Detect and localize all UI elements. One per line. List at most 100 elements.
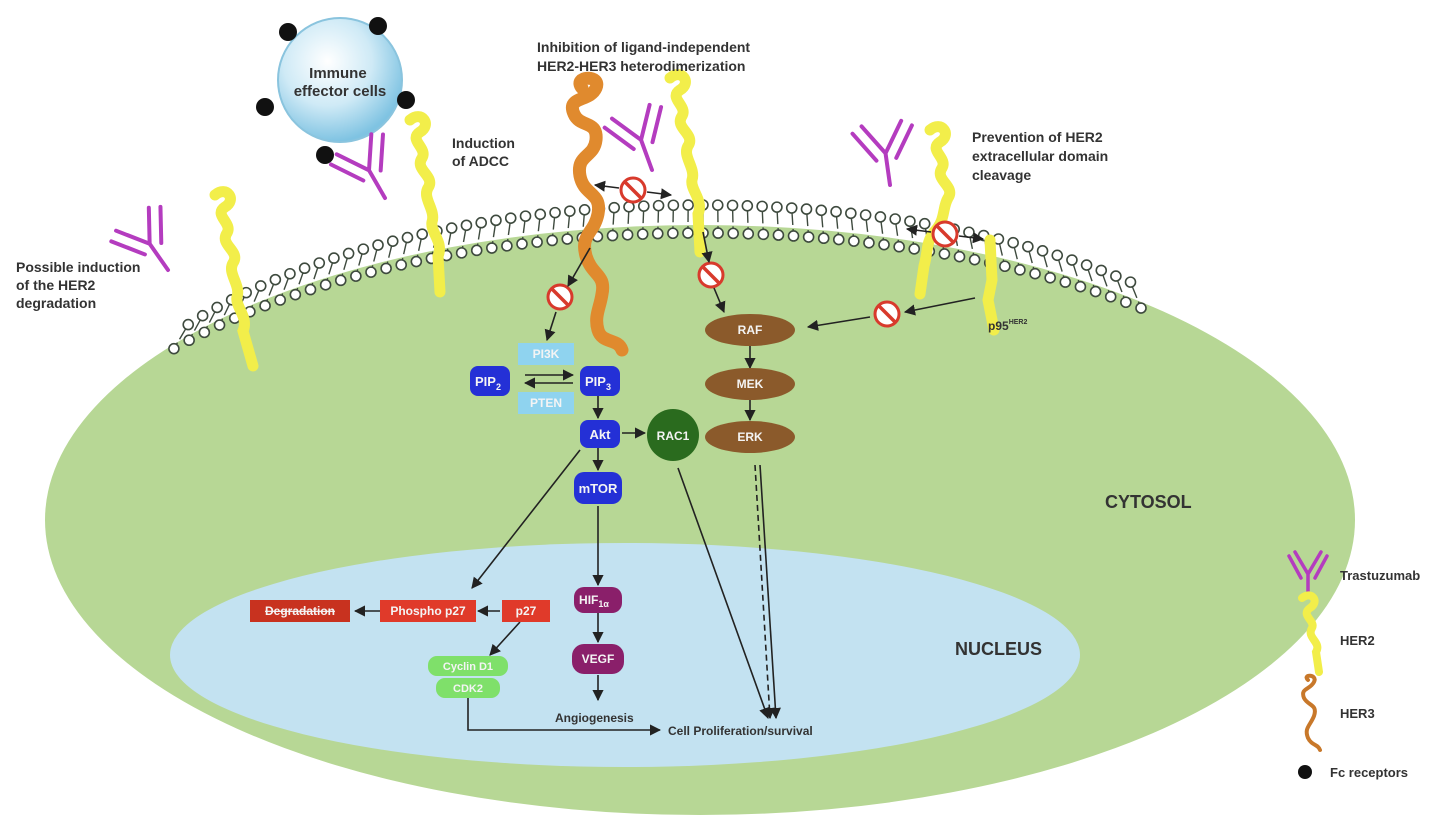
legend-trastuzumab-label: Trastuzumab: [1340, 568, 1420, 583]
legend-fc-label: Fc receptors: [1330, 765, 1408, 780]
lipid-molecule: [289, 262, 311, 301]
pten-label: PTEN: [530, 396, 562, 410]
cyclin-d1-node: Cyclin D1: [428, 656, 508, 676]
lipid-molecule: [711, 199, 724, 239]
antibodies-group: [109, 102, 914, 272]
inhibition-label-line2: HER2-HER3 heterodimerization: [537, 58, 745, 74]
raf-label: RAF: [738, 323, 763, 337]
antibody-icon: [1287, 550, 1329, 598]
lipid-molecule: [274, 267, 296, 306]
svg-text:Possible induction of th: Possible induction of the HER2 degradati…: [16, 259, 144, 311]
her3-receptor-icon: [1301, 673, 1322, 752]
phospho-p27-label: Phospho p27: [390, 604, 466, 618]
nucleus-region: [170, 543, 1080, 767]
lipid-molecule: [682, 199, 694, 239]
lipid-molecule: [365, 239, 384, 278]
lipid-molecule: [561, 205, 576, 245]
hif-subscript: 1α: [598, 599, 609, 609]
cdk2-node: CDK2: [436, 678, 500, 698]
degradation-label-line3: degradation: [16, 295, 96, 311]
lipid-molecule: [1110, 270, 1132, 309]
lipid-molecule: [486, 214, 502, 254]
p27-label: p27: [516, 604, 537, 618]
angiogenesis-label: Angiogenesis: [555, 711, 634, 725]
svg-text:PIP3: PIP3: [585, 374, 611, 392]
lipid-molecule: [1036, 245, 1056, 284]
inhibition-label-line1: Inhibition of ligand-independent: [537, 39, 750, 55]
lipid-molecule: [168, 318, 195, 355]
lipid-molecule: [621, 201, 635, 241]
cytosol-label: CYTOSOL: [1105, 492, 1192, 512]
lipid-molecule: [440, 222, 458, 262]
lipid-molecule: [815, 204, 830, 245]
degradation-box-label: Degradation: [265, 604, 335, 618]
prevention-label-line3: cleavage: [972, 167, 1031, 183]
lipid-molecule: [741, 200, 755, 240]
lipid-molecule: [992, 233, 1011, 273]
her2-receptor-right: [914, 121, 956, 300]
degradation-label-line1: Possible induction: [16, 259, 140, 275]
p95-superscript: HER2: [1009, 319, 1028, 326]
pi3k-label: PI3K: [533, 347, 560, 361]
lipid-molecule: [963, 226, 981, 266]
mtor-node: mTOR: [574, 472, 622, 504]
prevention-label-line2: extracellular domain: [972, 148, 1108, 164]
legend-her3-label: HER3: [1340, 706, 1375, 721]
lipid-molecule: [304, 257, 326, 296]
pip3-label: PIP: [585, 374, 606, 389]
lipid-molecule: [771, 201, 785, 241]
annotations: Inhibition of ligand-independent HER2-HE…: [16, 39, 1192, 738]
nucleus-label: NUCLEUS: [955, 639, 1042, 659]
rac1-node: RAC1: [647, 409, 699, 461]
lipid-molecule: [470, 216, 488, 257]
lipid-molecule: [1022, 240, 1041, 280]
fc-receptor-dot: [279, 23, 297, 41]
pi3k-node: PI3K: [518, 343, 574, 365]
hif-label: HIF: [579, 593, 598, 607]
trastuzumab-antibody: [602, 102, 664, 172]
fc-receptor-dot: [397, 91, 415, 109]
lipid-molecule: [889, 213, 905, 253]
inhibition-sign: [546, 283, 574, 311]
receptors-group: [209, 69, 1000, 372]
akt-label: Akt: [590, 427, 612, 442]
immune-effector-cell: Immune effector cells: [256, 17, 415, 164]
fc-receptor-dot: [316, 146, 334, 164]
her3-receptor-center: [566, 71, 629, 357]
svg-text:p95HER2: p95HER2: [988, 319, 1027, 333]
adcc-label-line2: of ADCC: [452, 153, 509, 169]
pip2-subscript: 2: [496, 382, 501, 392]
her2-receptor-left: [209, 186, 259, 372]
cyclin-label: Cyclin D1: [443, 661, 493, 673]
legend: Trastuzumab HER2 HER3 Fc receptors: [1287, 550, 1420, 780]
lipid-molecule: [1080, 259, 1102, 298]
trastuzumab-antibody: [850, 118, 914, 187]
phospho-p27-node: Phospho p27: [380, 600, 476, 622]
svg-text:Prevention of HER2 extra: Prevention of HER2 extracellular domain …: [972, 129, 1112, 183]
inhibition-signs: [546, 176, 985, 328]
lipid-molecule: [1007, 236, 1026, 276]
lipid-molecule: [874, 211, 890, 251]
legend-her2-label: HER2: [1340, 633, 1375, 648]
lipid-molecule: [667, 199, 680, 240]
lipid-molecule: [859, 209, 875, 249]
erk-label: ERK: [737, 430, 763, 444]
lipid-molecule: [395, 231, 414, 271]
degradation-label-line2: of the HER2: [16, 277, 96, 293]
inhibition-sign: [593, 176, 673, 204]
svg-text:HIF1α: HIF1α: [579, 593, 609, 609]
her2-receptor-adcc: [404, 111, 446, 298]
lipid-molecule: [334, 247, 355, 287]
lipid-molecule: [785, 202, 800, 242]
pathway-nodes: PI3K PTEN PIP2 PIP3 Akt mTOR R: [250, 314, 795, 698]
lipid-molecule: [800, 203, 815, 243]
adcc-label-line1: Induction: [452, 135, 515, 151]
hif-node: HIF1α: [574, 587, 622, 613]
degradation-node: Degradation: [250, 600, 350, 622]
p27-node: p27: [502, 600, 550, 622]
erk-node: ERK: [705, 421, 795, 453]
pip3-subscript: 3: [606, 382, 611, 392]
pip2-label: PIP: [475, 374, 496, 389]
trastuzumab-antibody: [329, 132, 387, 200]
raf-node: RAF: [705, 314, 795, 346]
